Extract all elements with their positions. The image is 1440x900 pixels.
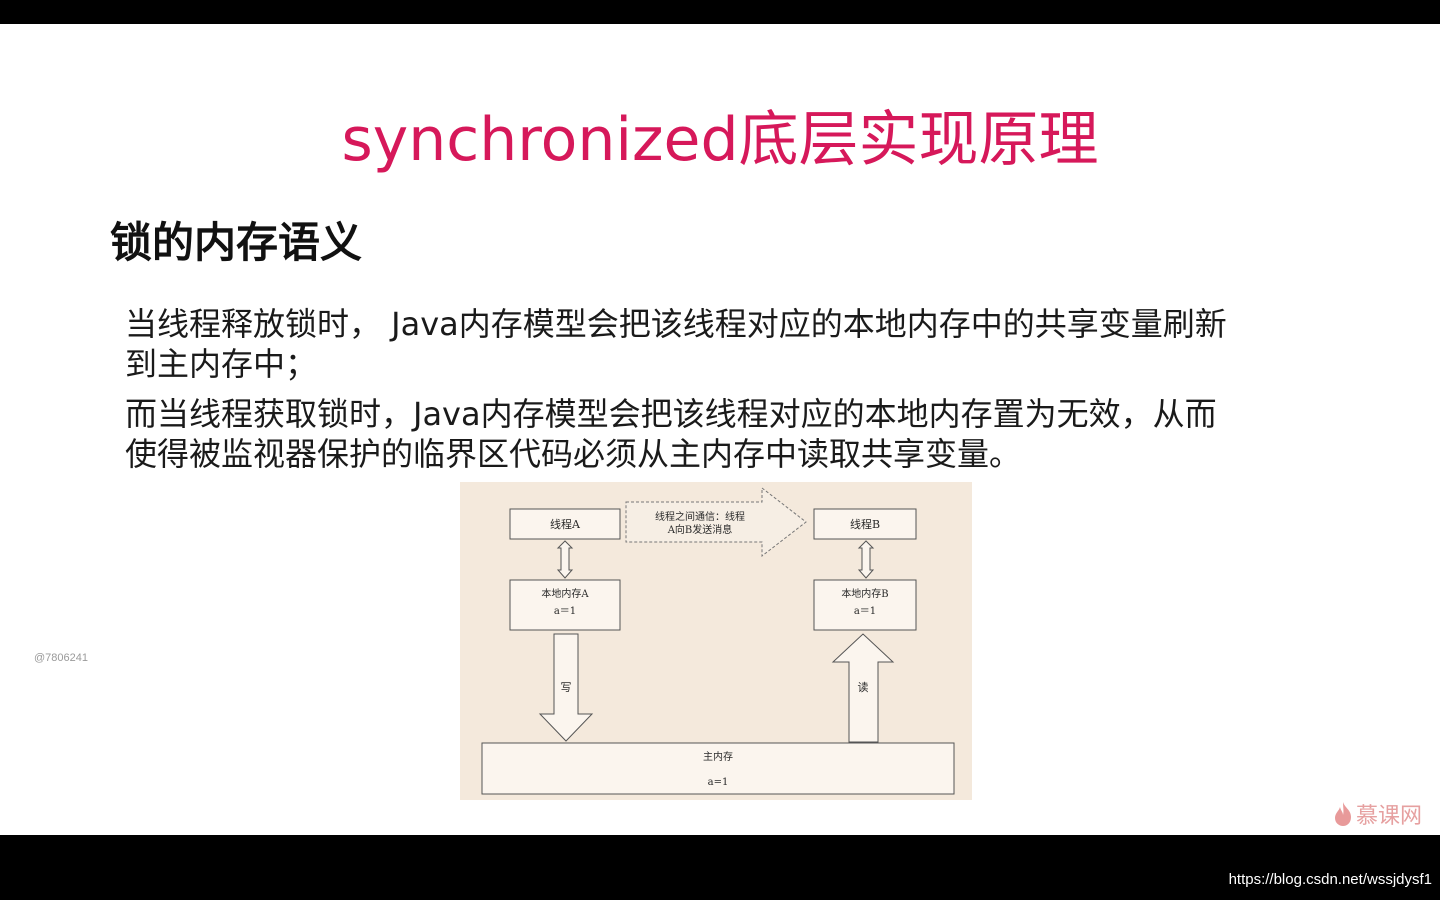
- local-memory-a-value: a＝1: [554, 606, 576, 617]
- memory-model-diagram: 线程A 线程B 线程之间通信：线程 A向B发送消息 本地内存A a＝1 本地内存…: [460, 482, 972, 800]
- communication-arrow: [625, 486, 807, 558]
- slide-title: synchronized底层实现原理: [341, 105, 1099, 175]
- thread-b-double-arrow: [857, 540, 875, 579]
- communication-text-1: 线程之间通信：线程: [655, 510, 745, 523]
- left-watermark: @7806241: [34, 652, 88, 664]
- local-memory-b-box: [813, 579, 917, 631]
- main-memory-label: 主内存: [703, 750, 733, 763]
- main-memory-box: [481, 742, 955, 795]
- thread-b-box: [813, 508, 917, 540]
- brand-name: 慕课网: [1356, 804, 1423, 829]
- paragraph-release-lock: 当线程释放锁时， Java内存模型会把该线程对应的本地内存中的共享变量刷新到主内…: [125, 305, 1227, 383]
- paragraph-acquire-lock: 而当线程获取锁时，Java内存模型会把该线程对应的本地内存置为无效，从而使得被监…: [125, 395, 1217, 473]
- imooc-brand: 慕课网: [1332, 799, 1422, 829]
- local-memory-a-label: 本地内存A: [541, 587, 589, 600]
- flame-icon: [1335, 802, 1351, 826]
- communication-text-2: A向B发送消息: [667, 523, 733, 536]
- main-memory-value: a=1: [708, 777, 729, 788]
- write-arrow: [538, 633, 594, 742]
- write-label: 写: [561, 681, 572, 694]
- source-url[interactable]: https://blog.csdn.net/wssjdysf1: [1228, 871, 1432, 888]
- thread-a-box: [509, 508, 621, 540]
- thread-a-label: 线程A: [550, 517, 581, 531]
- diagram-svg: 线程A 线程B 线程之间通信：线程 A向B发送消息 本地内存A a＝1 本地内存…: [481, 486, 955, 795]
- read-arrow: [831, 633, 895, 743]
- local-memory-b-value: a＝1: [854, 606, 876, 617]
- thread-a-double-arrow: [556, 540, 574, 579]
- slide: synchronized底层实现原理 锁的内存语义 当线程释放锁时， Java内…: [0, 24, 1440, 835]
- local-memory-b-label: 本地内存B: [841, 587, 888, 600]
- thread-b-label: 线程B: [850, 517, 880, 531]
- read-label: 读: [858, 680, 869, 694]
- local-memory-a-box: [509, 579, 621, 631]
- slide-subtitle: 锁的内存语义: [110, 218, 363, 267]
